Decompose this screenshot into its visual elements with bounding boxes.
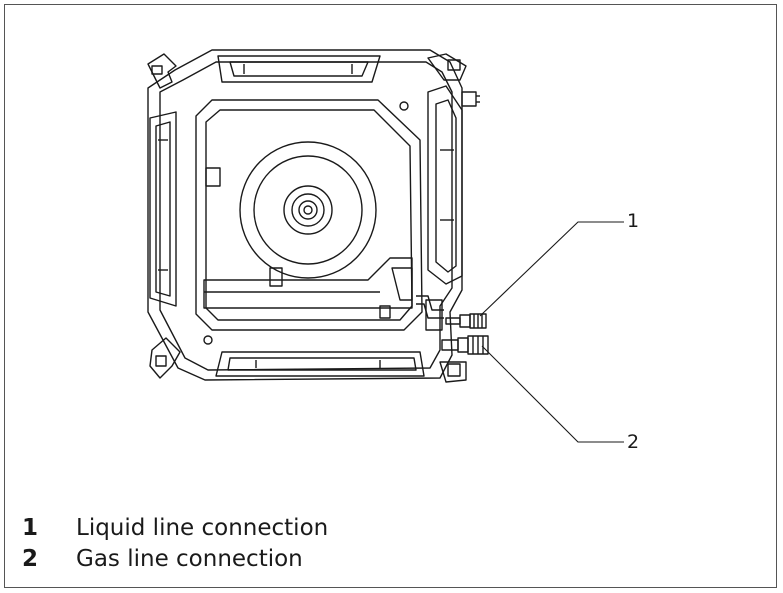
legend-row: 1 Liquid line connection xyxy=(18,512,518,543)
legend-text: Liquid line connection xyxy=(76,514,329,541)
liquid-line-fitting xyxy=(445,313,487,329)
top-louver xyxy=(217,55,381,83)
gas-line-fitting xyxy=(441,335,489,355)
top-right-stub xyxy=(461,91,480,107)
legend: 1 Liquid line connection 2 Gas line conn… xyxy=(18,512,518,574)
legend-number: 1 xyxy=(22,514,39,541)
callout-2-leader xyxy=(481,345,624,443)
control-box xyxy=(203,167,413,319)
figure-frame xyxy=(4,4,777,588)
piping xyxy=(416,295,444,331)
fan-wheel xyxy=(239,141,377,279)
legend-number: 2 xyxy=(22,545,39,572)
callout-2-label: 2 xyxy=(627,431,640,453)
legend-text: Gas line connection xyxy=(76,545,303,572)
corner-brackets xyxy=(147,53,467,383)
callout-1-label: 1 xyxy=(627,210,640,232)
left-louver xyxy=(149,111,177,307)
chassis-outline xyxy=(147,49,463,381)
legend-row: 2 Gas line connection xyxy=(18,543,518,574)
right-louver xyxy=(427,85,463,285)
bottom-louver xyxy=(215,351,425,377)
callout-1-leader xyxy=(479,221,624,317)
